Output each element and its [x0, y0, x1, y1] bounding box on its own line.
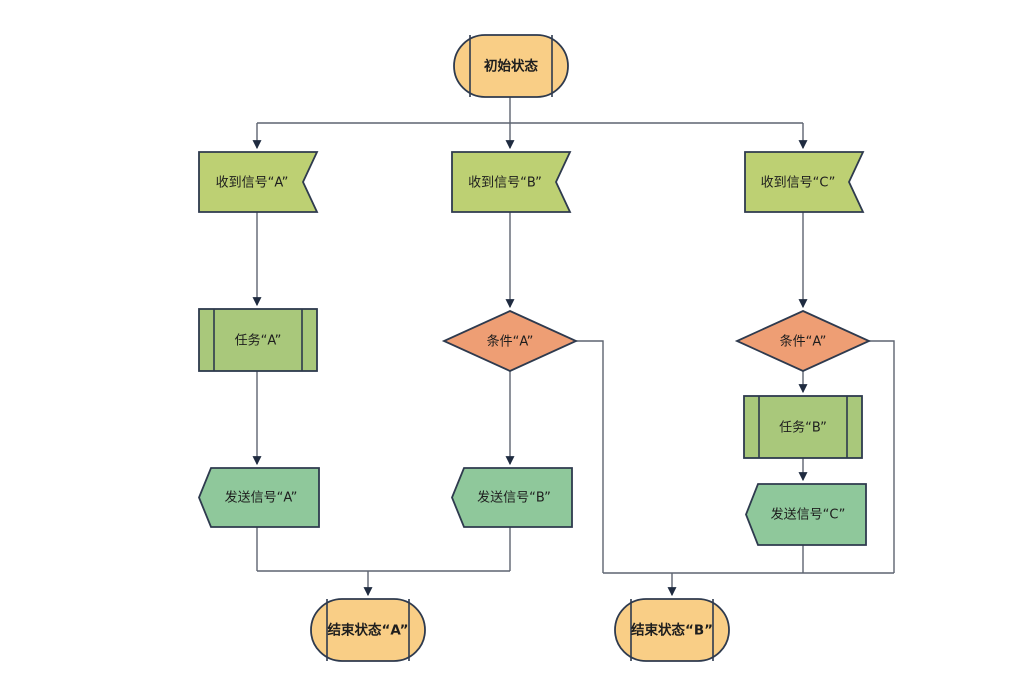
- receive-signal-shape: [451, 151, 572, 213]
- node-task-b[interactable]: 任务“B”: [743, 395, 863, 459]
- node-task-b-label: 任务“B”: [779, 420, 827, 436]
- receive-signal-shape: [744, 151, 865, 213]
- node-condition-right-label: 条件“A”: [780, 334, 827, 350]
- node-condition-middle[interactable]: 条件“A”: [441, 310, 579, 372]
- send-signal-shape: [451, 467, 573, 528]
- terminator-shape: [614, 598, 730, 662]
- node-end-state-b[interactable]: 结束状态“B”: [614, 598, 730, 662]
- predefined-process-shape: [743, 395, 863, 459]
- node-send-signal-c[interactable]: 发送信号“C”: [745, 483, 867, 546]
- node-task-a[interactable]: 任务“A”: [198, 308, 318, 372]
- node-send-b-label: 发送信号“B”: [477, 490, 551, 506]
- terminator-shape: [310, 598, 426, 662]
- node-send-signal-b[interactable]: 发送信号“B”: [451, 467, 573, 528]
- node-send-a-label: 发送信号“A”: [225, 490, 298, 506]
- connector-layer: [252, 97, 895, 597]
- decision-shape: [734, 310, 872, 372]
- node-receive-b-label: 收到信号“B”: [468, 176, 542, 191]
- decision-shape: [441, 310, 579, 372]
- connector-condition-c-right-loop: [869, 340, 895, 573]
- node-receive-signal-c[interactable]: 收到信号“C”: [744, 151, 865, 213]
- node-receive-signal-a[interactable]: 收到信号“A”: [198, 151, 319, 213]
- send-signal-shape: [745, 483, 867, 546]
- send-signal-shape: [198, 467, 320, 528]
- node-send-c-label: 发送信号“C”: [771, 507, 846, 523]
- node-receive-a-label: 收到信号“A”: [216, 176, 289, 191]
- node-condition-middle-label: 条件“A”: [487, 334, 534, 350]
- receive-signal-shape: [198, 151, 319, 213]
- node-end-a-label: 结束状态“A”: [328, 622, 409, 639]
- node-end-b-label: 结束状态“B”: [631, 622, 713, 639]
- node-condition-right[interactable]: 条件“A”: [734, 310, 872, 372]
- terminator-shape: [453, 34, 569, 98]
- node-start-state[interactable]: 初始状态: [453, 34, 569, 98]
- node-start-label: 初始状态: [484, 58, 538, 75]
- connector-condition-b-right-loop: [576, 340, 604, 573]
- node-send-signal-a[interactable]: 发送信号“A”: [198, 467, 320, 528]
- predefined-process-shape: [198, 308, 318, 372]
- node-task-a-label: 任务“A”: [235, 333, 282, 349]
- node-end-state-a[interactable]: 结束状态“A”: [310, 598, 426, 662]
- node-receive-c-label: 收到信号“C”: [761, 176, 836, 191]
- node-receive-signal-b[interactable]: 收到信号“B”: [451, 151, 572, 213]
